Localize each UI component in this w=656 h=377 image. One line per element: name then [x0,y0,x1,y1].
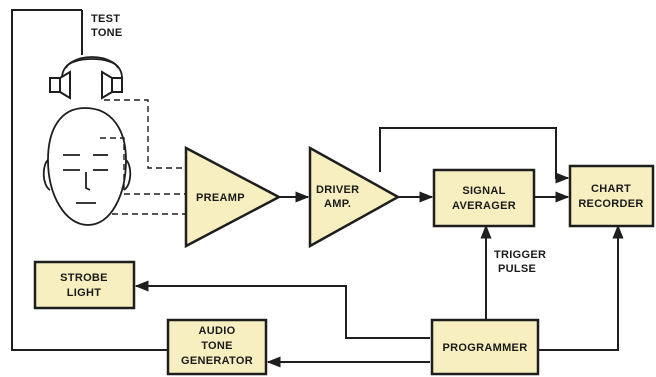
signal-averager-label-line1: SIGNAL [462,185,505,197]
test-tone-label-line2: TONE [91,27,123,39]
chart-recorder-label-line2: RECORDER [578,198,643,210]
programmer-block: PROGRAMMER [432,320,538,374]
trigger-pulse-label-line1: TRIGGER [494,249,546,261]
chart-recorder-block: CHART RECORDER [570,166,653,226]
signal-averager-block: SIGNAL AVERAGER [434,170,534,226]
driver-amp-label-line2: AMP. [324,198,351,210]
audio-tone-generator-block: AUDIO TONE GENERATOR [168,320,266,374]
strobe-light-label-line1: STROBE [60,272,108,284]
test-tone-label-line1: TEST [91,13,120,25]
strobe-light-block: STROBE LIGHT [35,262,134,308]
audio-tone-generator-label-line2: TONE [201,340,233,352]
strobe-light-label-line2: LIGHT [67,287,102,299]
preamp-label: PREAMP [196,192,245,204]
trigger-pulse-label-line2: PULSE [498,263,536,275]
electrode-leads [100,100,188,214]
audio-tone-generator-label-line3: GENERATOR [181,355,253,367]
wire-programmer-to-recorder [538,226,618,350]
chart-recorder-label-line1: CHART [591,183,631,195]
driver-amp-label-line1: DRIVER [316,184,359,196]
programmer-label: PROGRAMMER [443,342,528,354]
driver-amp-block: DRIVER AMP. [310,148,398,246]
preamp-block: PREAMP [186,148,279,246]
signal-averager-label-line2: AVERAGER [452,200,516,212]
subject-head-icon [44,108,131,225]
audio-tone-generator-label-line1: AUDIO [199,325,236,337]
